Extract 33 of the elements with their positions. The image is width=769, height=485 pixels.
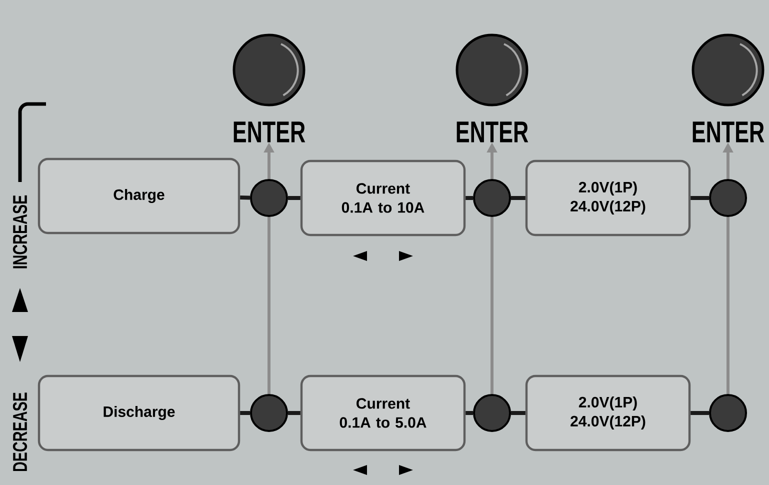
junction-dot: [709, 179, 747, 217]
junction-dot: [250, 394, 288, 432]
connector-line: [490, 217, 494, 394]
connector-line: [268, 217, 270, 394]
setting-box: Current 0.1A to 10A: [300, 160, 466, 236]
push-button: ENTER: [692, 34, 764, 142]
junction-dot: [709, 394, 747, 432]
node-label: ENTER: [692, 122, 764, 142]
push-button: ENTER: [232, 34, 306, 142]
setting-box: Discharge: [38, 374, 240, 452]
connector-line: [466, 411, 473, 415]
connector-line: [511, 411, 526, 415]
junction-dot: [473, 179, 511, 217]
setting-box: Charge: [38, 158, 240, 234]
side-label: DECREASE: [12, 392, 28, 472]
side-label: INCREASE: [12, 195, 28, 268]
connector-line: [466, 196, 473, 200]
connector-line: [288, 411, 300, 415]
connector-line: [240, 411, 250, 415]
junction-dot: [250, 179, 288, 217]
setting-box: 2.0V(1P) 24.0V(12P): [525, 374, 691, 452]
connector-line: [511, 196, 526, 200]
node-label: ENTER: [234, 122, 306, 142]
setting-box: 2.0V(1P) 24.0V(12P): [525, 160, 691, 236]
connector-line: [288, 196, 300, 200]
push-button: ENTER: [456, 34, 528, 142]
setting-box: Current 0.1A to 5.0A: [300, 374, 466, 452]
node-label: ENTER: [456, 122, 528, 142]
connector-line: [726, 217, 730, 394]
connector-line: [690, 196, 709, 200]
connector-line: [690, 411, 709, 415]
junction-dot: [473, 394, 511, 432]
connector-line: [240, 196, 250, 200]
